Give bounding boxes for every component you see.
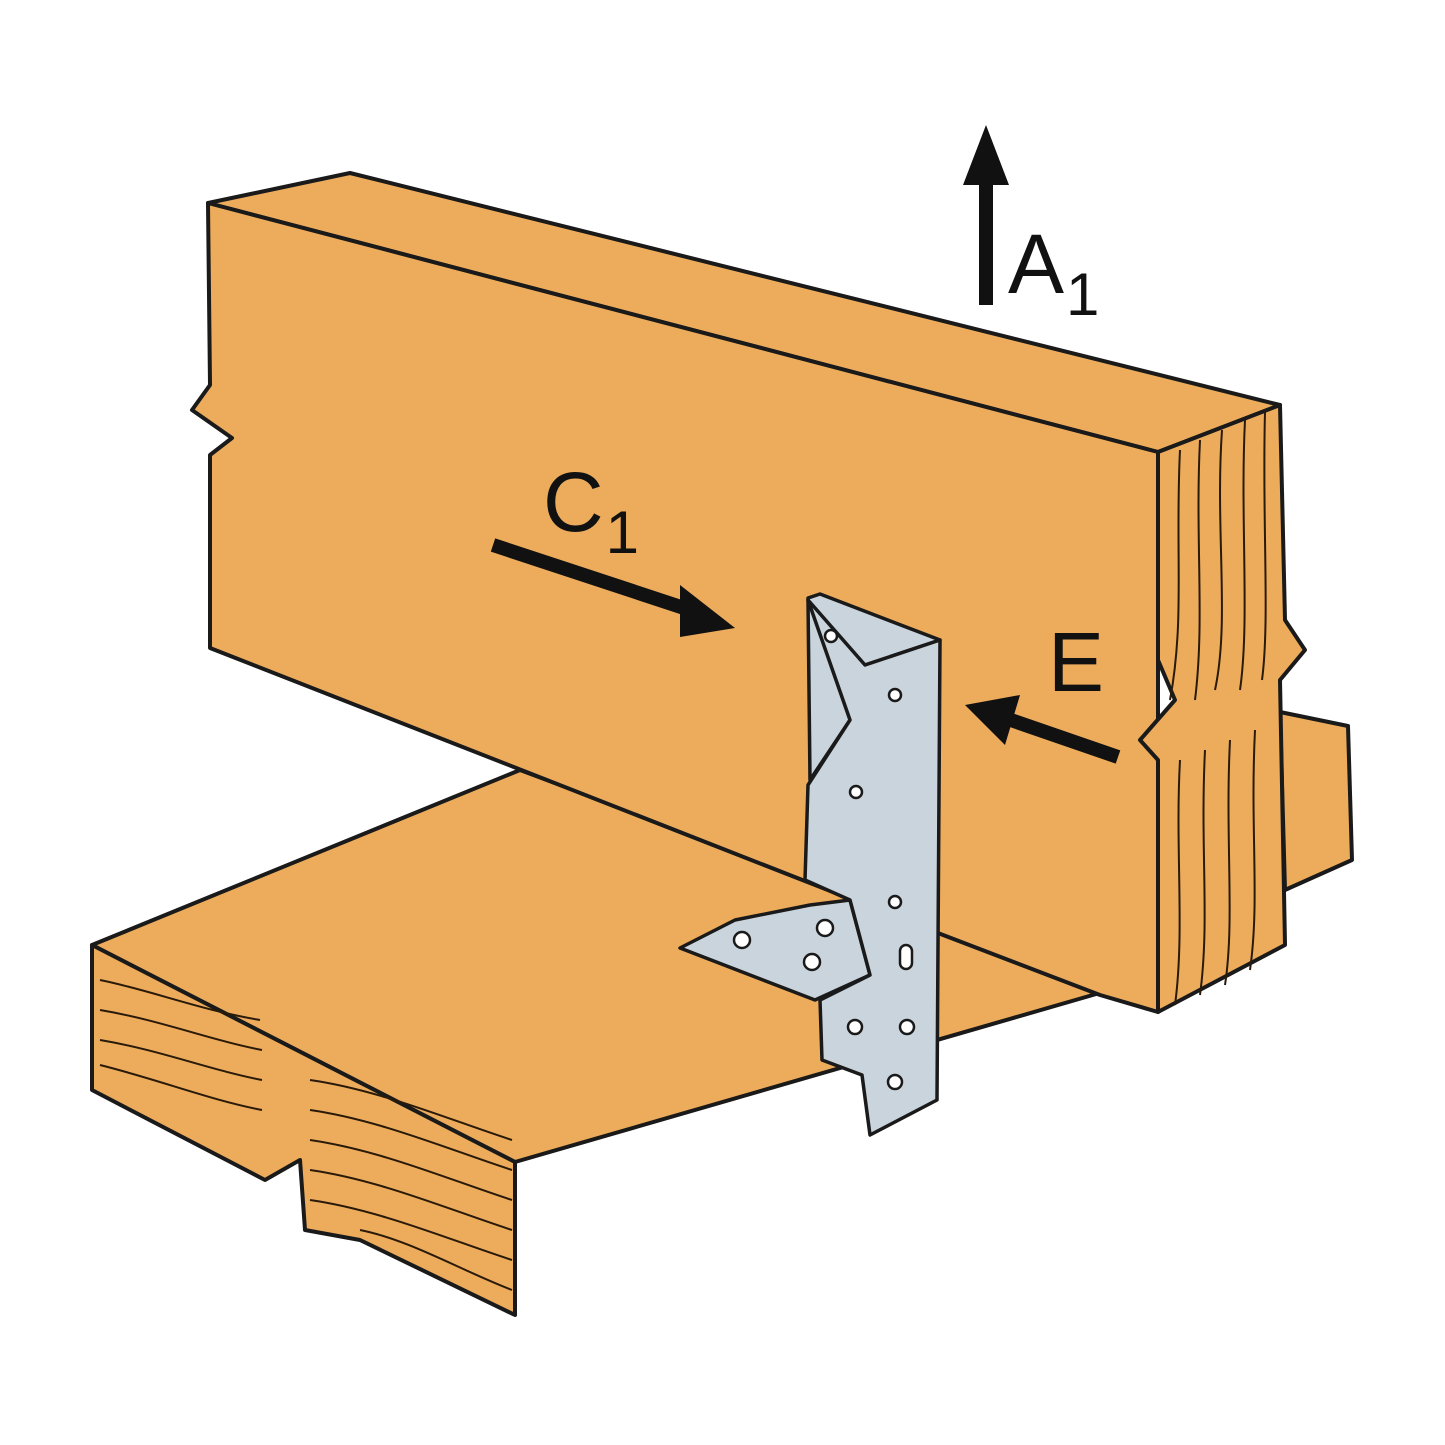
bracket-face-plate (803, 598, 942, 1137)
label-e-main: E (1048, 615, 1105, 709)
arrow-c1-head (680, 585, 735, 637)
wood-grain (99, 411, 1267, 1291)
arrow-a1-head (963, 125, 1009, 185)
load-arrows (490, 125, 1121, 764)
label-a1-main: A (1008, 217, 1065, 311)
arrow-c1 (490, 538, 693, 617)
label-a1-sub: 1 (1066, 261, 1100, 328)
label-e: E (1048, 620, 1104, 704)
bracket-nail-holes (732, 628, 916, 1091)
lower-board-end-face (90, 943, 517, 1317)
label-c1: C1 (543, 460, 639, 563)
label-c1-main: C (543, 455, 604, 549)
rear-block (1278, 710, 1354, 892)
arrow-e (1002, 711, 1121, 764)
upper-beam-end-face (1138, 403, 1307, 1014)
label-a1: A1 (1008, 222, 1099, 325)
label-c1-sub: 1 (605, 499, 640, 566)
arrow-e-head (965, 695, 1020, 745)
